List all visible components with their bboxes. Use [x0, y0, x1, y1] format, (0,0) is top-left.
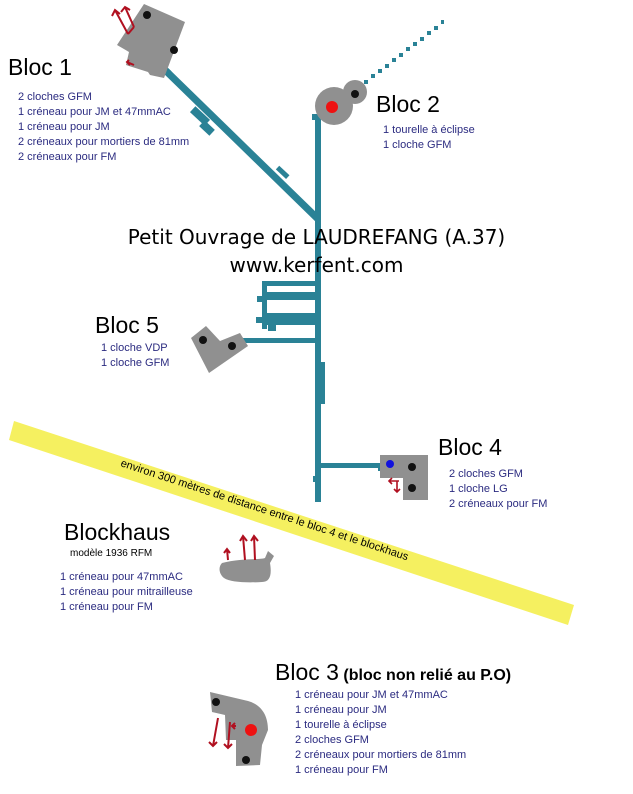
embrasure-arrows-icon: [387, 477, 401, 494]
cloche-icon: [408, 484, 416, 492]
bloc-4-title: Bloc 4: [438, 434, 502, 460]
bloc-5-armament: 1 cloche VDP 1 cloche GFM: [101, 341, 169, 371]
list-item: 1 créneau pour JM: [18, 121, 110, 133]
gallery-network: [157, 20, 444, 502]
bloc-4-shape: [380, 455, 428, 500]
list-item: 1 créneau pour JM: [295, 704, 387, 716]
bloc-3-shape: [208, 692, 268, 766]
list-item: 1 cloche LG: [449, 483, 508, 495]
gallery-dotted-bloc-2: [357, 20, 444, 89]
bloc-5-shape: [191, 326, 248, 373]
tourelle-icon: [326, 101, 338, 113]
bloc-1-shape: [111, 4, 185, 78]
list-item: 2 cloches GFM: [449, 468, 523, 480]
bloc-5-title: Bloc 5: [95, 312, 159, 338]
embrasure-arrows-icon: [208, 717, 236, 750]
list-item: 1 tourelle à éclipse: [295, 719, 387, 731]
list-item: 1 créneau pour FM: [295, 764, 388, 776]
list-item: 1 créneau pour 47mmAC: [60, 571, 183, 583]
bloc-3-heading: Bloc 3 (bloc non relié au P.O): [275, 659, 511, 686]
gallery-to-bloc-1: [160, 66, 320, 226]
list-item: 1 cloche GFM: [383, 139, 452, 151]
list-item: 2 créneaux pour mortiers de 81mm: [295, 749, 467, 761]
bloc-2-armament: 1 tourelle à éclipse 1 cloche GFM: [383, 123, 475, 153]
website-url: www.kerfent.com: [229, 253, 404, 277]
cloche-icon: [408, 463, 416, 471]
list-item: 1 tourelle à éclipse: [383, 124, 475, 136]
cloche-icon: [199, 336, 207, 344]
blockhaus-shape: [219, 534, 274, 583]
page-title: Petit Ouvrage de LAUDREFANG (A.37): [127, 225, 506, 249]
bloc-3-note: (bloc non relié au P.O): [343, 667, 512, 684]
tourelle-icon: [245, 724, 257, 736]
embrasure-arrows-icon: [223, 534, 259, 561]
list-item: 2 créneaux pour mortiers de 81mm: [18, 136, 190, 148]
cloche-icon: [170, 46, 178, 54]
list-item: 1 cloche GFM: [101, 357, 170, 369]
blockhaus-model: modèle 1936 RFM: [70, 548, 153, 559]
embrasure-arrows-icon: [111, 5, 135, 66]
bloc-4-armament: 2 cloches GFM 1 cloche LG 2 créneaux pou…: [449, 467, 547, 512]
cloche-lg-icon: [386, 460, 394, 468]
bloc-2-title: Bloc 2: [376, 91, 440, 117]
list-item: 2 créneaux pour FM: [449, 498, 548, 510]
cloche-icon: [351, 90, 359, 98]
gallery-to-bloc-4: [318, 463, 382, 468]
cloche-icon: [212, 698, 220, 706]
cloche-icon: [242, 756, 250, 764]
list-item: 2 créneaux pour FM: [18, 151, 117, 163]
cloche-icon: [143, 11, 151, 19]
main-gallery: [315, 115, 321, 502]
list-item: 1 créneau pour JM et 47mmAC: [295, 689, 448, 701]
bloc-1-armament: 2 cloches GFM 1 créneau pour JM et 47mmA…: [18, 90, 189, 165]
list-item: 1 créneau pour JM et 47mmAC: [18, 106, 171, 118]
bloc-2-shape: [315, 80, 367, 125]
list-item: 2 cloches GFM: [295, 734, 369, 746]
blockhaus-armament: 1 créneau pour 47mmAC 1 créneau pour mit…: [60, 570, 193, 615]
bloc-1-title: Bloc 1: [8, 54, 72, 80]
list-item: 1 créneau pour mitrailleuse: [60, 586, 193, 598]
list-item: 2 cloches GFM: [18, 91, 92, 103]
bloc-3-armament: 1 créneau pour JM et 47mmAC 1 créneau po…: [295, 688, 466, 778]
list-item: 1 créneau pour FM: [60, 601, 153, 613]
gallery-to-bloc-5: [242, 338, 318, 343]
cloche-icon: [228, 342, 236, 350]
blockhaus-title: Blockhaus: [64, 519, 171, 545]
bloc-3-title: Bloc 3: [275, 659, 339, 685]
distance-band-label: environ 300 mètres de distance entre le …: [119, 457, 410, 563]
list-item: 1 cloche VDP: [101, 342, 168, 354]
